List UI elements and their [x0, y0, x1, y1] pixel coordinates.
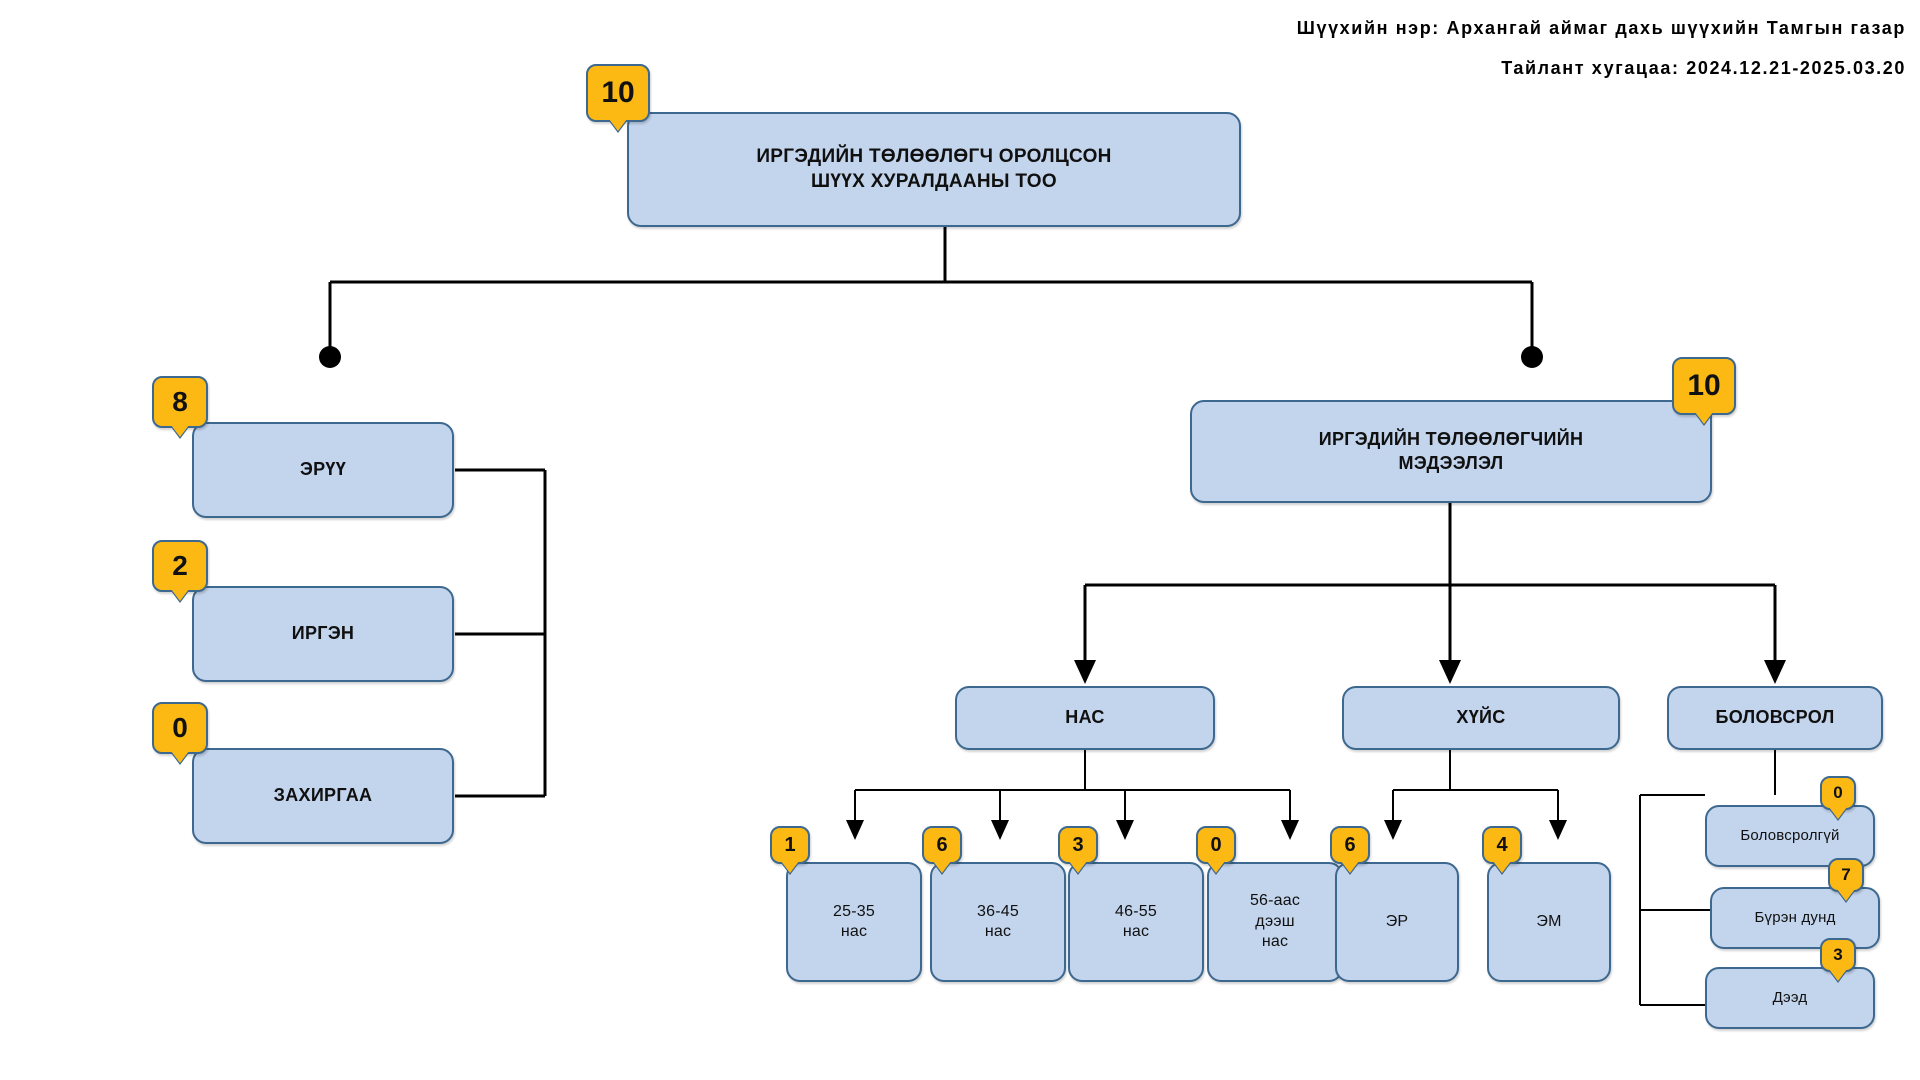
badge-case-type-eruu-count[interactable]: 8 — [152, 376, 208, 428]
node-gender-female[interactable]: ЭМ — [1487, 862, 1611, 982]
node-age-36-45[interactable]: 36-45 нас — [930, 862, 1066, 982]
node-education-higher-label: Дээд — [1772, 989, 1808, 1007]
badge-age-56-plus-count[interactable]: 0 — [1196, 826, 1236, 864]
node-category-age[interactable]: НАС — [955, 686, 1215, 750]
badge-education-higher-count[interactable]: 3 — [1820, 938, 1856, 972]
node-root[interactable]: ИРГЭДИЙН ТӨЛӨӨЛӨГЧ ОРОЛЦСОН ШҮҮХ ХУРАЛДА… — [627, 112, 1241, 227]
node-gender-male-label: ЭР — [1385, 912, 1409, 930]
node-age-56-plus[interactable]: 56-аас дээш нас — [1207, 862, 1343, 982]
badge-gender-female-count[interactable]: 4 — [1482, 826, 1522, 864]
node-education-secondary-label: Бүрэн дунд — [1754, 909, 1836, 927]
node-root-label-1: ИРГЭДИЙН ТӨЛӨӨЛӨГЧ ОРОЛЦСОН — [756, 146, 1112, 168]
node-gender-male[interactable]: ЭР — [1335, 862, 1459, 982]
category-arrowheads — [1074, 660, 1786, 684]
node-case-type-zakhirgaa[interactable]: ЗАХИРГАА — [192, 748, 454, 844]
node-age-56-plus-label-2: дээш — [1255, 912, 1295, 930]
node-age-56-plus-label-3: нас — [1261, 933, 1289, 951]
node-case-type-eruu-label: ЭРҮҮ — [299, 459, 347, 480]
node-education-none-label: Боловсролгүй — [1740, 827, 1840, 845]
node-category-age-label: НАС — [1065, 707, 1105, 728]
badge-age-36-45-count[interactable]: 6 — [922, 826, 962, 864]
report-period-label: Тайлант хугацаа: 2024.12.21-2025.03.20 — [1501, 58, 1906, 78]
badge-education-none-count[interactable]: 0 — [1820, 776, 1856, 810]
node-category-gender[interactable]: ХҮЙС — [1342, 686, 1620, 750]
node-age-36-45-label-1: 36-45 — [977, 902, 1019, 920]
node-age-25-35-label-2: нас — [840, 923, 868, 940]
badge-age-46-55-count[interactable]: 3 — [1058, 826, 1098, 864]
badge-case-type-irgen-count[interactable]: 2 — [152, 540, 208, 592]
node-age-25-35[interactable]: 25-35 нас — [786, 862, 922, 982]
node-education-none[interactable]: Боловсролгүй — [1705, 805, 1875, 867]
badge-age-25-35-count[interactable]: 1 — [770, 826, 810, 864]
node-case-type-irgen-label: ИРГЭН — [291, 623, 355, 644]
node-category-gender-label: ХҮЙС — [1456, 707, 1506, 728]
node-age-46-55-label-1: 46-55 — [1115, 902, 1157, 920]
node-category-education-label: БОЛОВСРОЛ — [1715, 707, 1835, 728]
node-age-46-55[interactable]: 46-55 нас — [1068, 862, 1204, 982]
badge-representative-info-count[interactable]: 10 — [1672, 357, 1736, 415]
node-education-higher[interactable]: Дээд — [1705, 967, 1875, 1029]
badge-gender-male-count[interactable]: 6 — [1330, 826, 1370, 864]
node-case-type-irgen[interactable]: ИРГЭН — [192, 586, 454, 682]
node-age-36-45-label-2: нас — [984, 923, 1012, 940]
node-representative-info-label-1: ИРГЭДИЙН ТӨЛӨӨЛӨГЧИЙН — [1318, 429, 1584, 450]
node-age-25-35-label-1: 25-35 — [833, 902, 875, 920]
badge-root-count[interactable]: 10 — [586, 64, 650, 122]
gender-arrowheads — [1384, 820, 1567, 840]
court-name-label: Шүүхийн нэр: Архангай аймаг дахь шүүхийн… — [1296, 18, 1906, 38]
node-case-type-eruu[interactable]: ЭРҮҮ — [192, 422, 454, 518]
endpoint-dot-left — [319, 346, 341, 368]
node-root-label-2: ШҮҮХ ХУРАЛДААНЫ ТОО — [811, 170, 1057, 192]
endpoint-dot-right — [1521, 346, 1543, 368]
badge-case-type-zakhirgaa-count[interactable]: 0 — [152, 702, 208, 754]
node-gender-female-label: ЭМ — [1536, 912, 1562, 930]
node-category-education[interactable]: БОЛОВСРОЛ — [1667, 686, 1883, 750]
node-representative-info[interactable]: ИРГЭДИЙН ТӨЛӨӨЛӨГЧИЙН МЭДЭЭЛЭЛ — [1190, 400, 1712, 503]
node-representative-info-label-2: МЭДЭЭЛЭЛ — [1398, 452, 1504, 473]
badge-education-secondary-count[interactable]: 7 — [1828, 858, 1864, 892]
node-education-secondary[interactable]: Бүрэн дунд — [1710, 887, 1880, 949]
node-age-46-55-label-2: нас — [1122, 923, 1150, 940]
node-case-type-zakhirgaa-label: ЗАХИРГАА — [273, 785, 373, 806]
node-age-56-plus-label-1: 56-аас — [1249, 892, 1301, 910]
